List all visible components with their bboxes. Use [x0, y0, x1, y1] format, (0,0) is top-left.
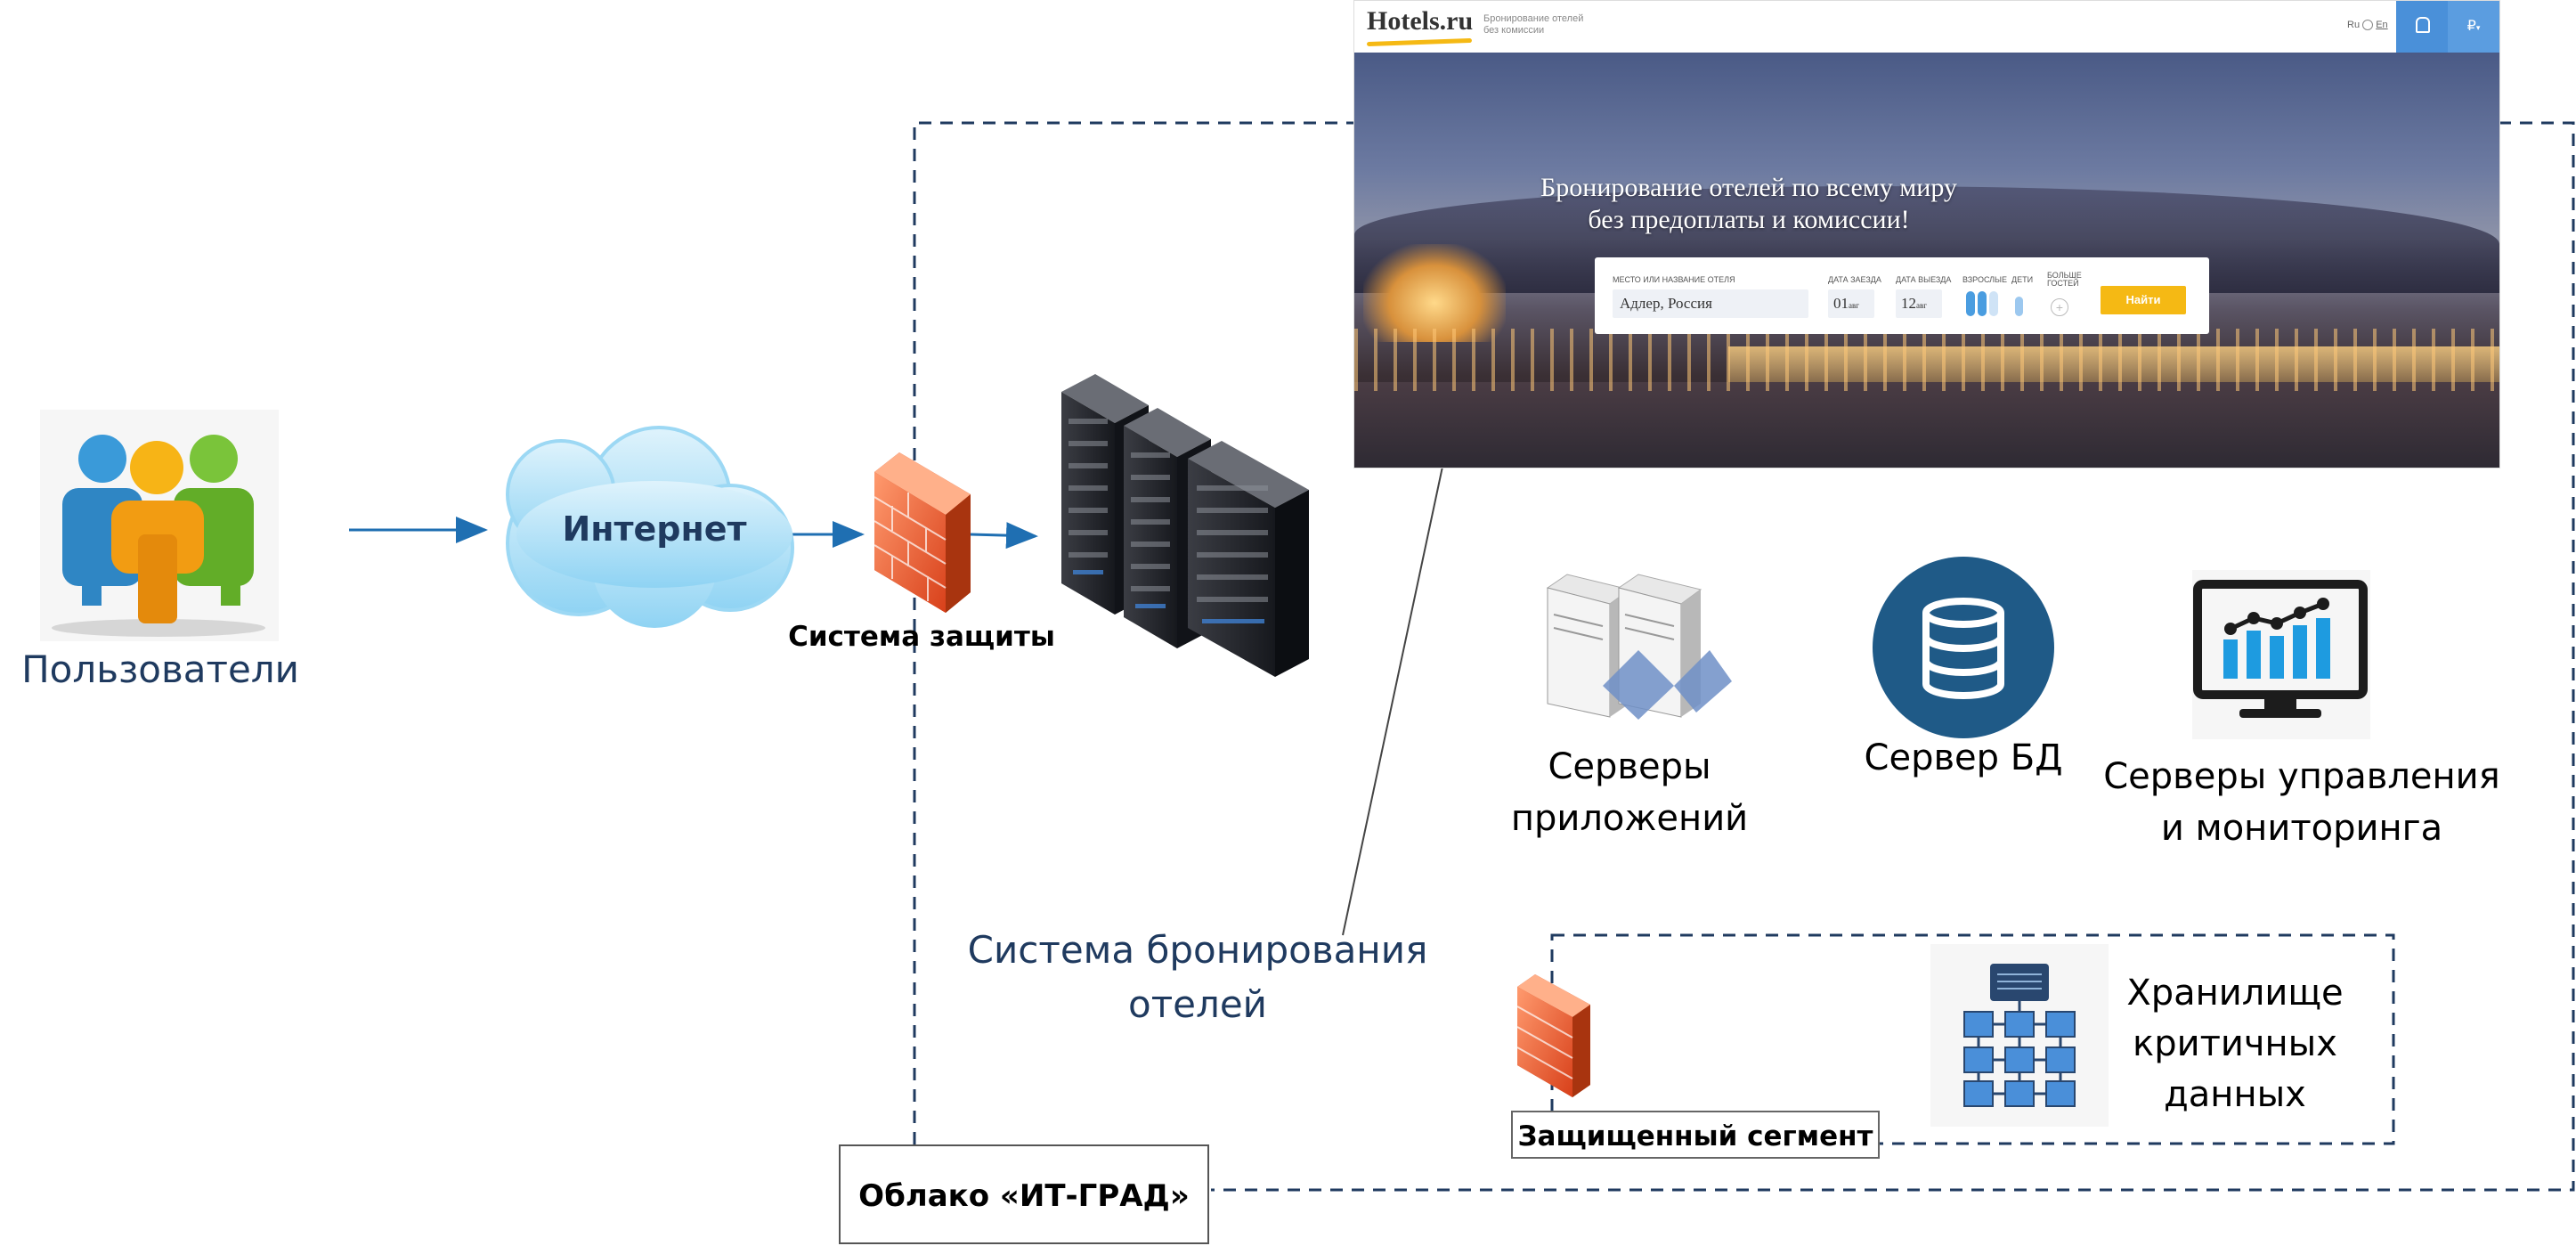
child-icon	[2015, 297, 2023, 316]
place-label: Место или название отеля	[1613, 275, 1735, 284]
firewall-icon	[874, 452, 971, 613]
river	[1354, 382, 2499, 468]
account-button[interactable]	[2396, 1, 2448, 53]
adults-selector[interactable]	[1962, 289, 1998, 318]
chevron-down-icon: ▾	[2475, 23, 2481, 32]
globe-icon	[2362, 20, 2374, 31]
more-guests-label: Больше гостей	[2047, 271, 2082, 288]
adult-icon-empty	[1989, 291, 1998, 316]
secure-segment-label: Защищенный сегмент	[1511, 1111, 1880, 1159]
lang-ru[interactable]: Ru	[2347, 20, 2361, 30]
checkout-input[interactable]: 12авг	[1896, 289, 1942, 318]
checkin-input[interactable]: 01авг	[1828, 289, 1874, 318]
firewall-label: Система защиты	[788, 621, 1055, 653]
checkin-month: авг	[1849, 301, 1859, 310]
lang-switch[interactable]: Ru En	[2347, 20, 2388, 31]
cloud-label: Облако «ИТ-ГРАД»	[839, 1144, 1209, 1244]
place-input[interactable]: Адлер, Россия	[1613, 289, 1808, 318]
site-tagline: Бронирование отелей без комиссии	[1483, 13, 1584, 36]
checkout-day: 12	[1901, 295, 1916, 312]
search-button[interactable]: Найти	[2101, 286, 2186, 314]
users-label: Пользователи	[21, 647, 299, 691]
app-servers-icon	[1546, 574, 1732, 720]
storage-network-icon	[1930, 944, 2109, 1127]
adult-icon	[1978, 291, 1987, 316]
arrow-firewall-servers	[970, 522, 1038, 550]
currency-symbol: ₽	[2466, 19, 2476, 34]
checkout-month: авг	[1916, 301, 1927, 310]
checkin-label: Дата заезда	[1828, 275, 1881, 284]
booking-system-connector	[1342, 466, 1443, 936]
children-label: Дети	[2011, 275, 2034, 284]
search-form: Место или название отеля Адлер, Россия Д…	[1595, 257, 2209, 334]
secure-firewall-icon	[1516, 974, 1590, 1097]
user-icon	[2416, 17, 2430, 33]
place-value: Адлер, Россия	[1620, 295, 1712, 312]
monitoring-label: Серверы управления и мониторинга	[2103, 756, 2500, 849]
critical-storage-label: Хранилище критичных данных	[2126, 973, 2344, 1115]
db-server-label: Сервер БД	[1864, 737, 2063, 778]
monitoring-icon	[2192, 570, 2370, 739]
add-guest-icon[interactable]: +	[2051, 298, 2068, 316]
checkin-day: 01	[1833, 295, 1849, 312]
booking-system-label: Система бронирования отелей	[967, 928, 1428, 1026]
search-button-label: Найти	[2125, 293, 2161, 306]
site-logo-text: Hotels.ru	[1367, 6, 1474, 36]
site-logo[interactable]: Hotels.ru	[1366, 6, 1474, 47]
hero-title: Бронирование отелей по всему миру без пр…	[1540, 173, 1957, 234]
currency-button[interactable]: ₽▾	[2448, 1, 2499, 53]
app-servers-label: Серверы приложений	[1510, 746, 1749, 839]
city-lights	[1354, 329, 2499, 391]
hotels-website-screenshot: Hotels.ru Бронирование отелей без комисс…	[1353, 0, 2500, 468]
internet-label: Интернет	[562, 509, 747, 549]
palace	[1363, 244, 1506, 342]
site-header: Hotels.ru Бронирование отелей без комисс…	[1354, 1, 2499, 53]
adults-label: Взрослые	[1962, 275, 2008, 284]
adult-icon	[1966, 291, 1975, 316]
lang-en[interactable]: En	[2376, 20, 2388, 30]
server-racks-icon	[1061, 374, 1309, 677]
children-selector[interactable]	[2011, 297, 2038, 318]
users-icon	[40, 410, 279, 641]
checkout-label: Дата выезда	[1896, 275, 1952, 284]
db-server-icon	[1873, 557, 2054, 738]
hero-banner: Бронирование отелей по всему миру без пр…	[1354, 53, 2499, 468]
